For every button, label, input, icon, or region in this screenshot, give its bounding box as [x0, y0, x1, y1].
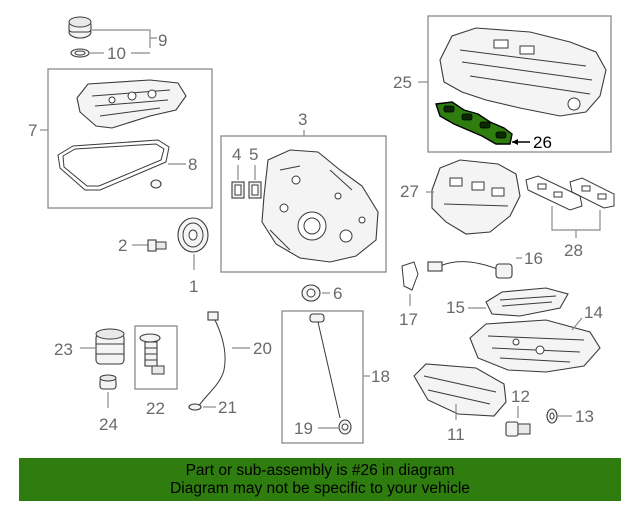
intake-manifold-part[interactable] [439, 27, 607, 117]
oil-drain-plug-part[interactable] [505, 421, 531, 437]
notice-banner: Part or sub-assembly is #26 in diagram D… [19, 458, 621, 501]
lower-intake-manifold-part[interactable] [431, 159, 521, 235]
oil-filler-cap-gasket-part[interactable] [70, 48, 90, 58]
intake-gasket-right-part[interactable] [569, 177, 615, 209]
callout-4: 4 [232, 145, 241, 164]
valve-cover-part[interactable] [76, 79, 187, 129]
callout-7: 7 [28, 121, 37, 140]
crankshaft-oil-seal-part[interactable] [301, 284, 321, 302]
callout-22: 22 [146, 399, 165, 418]
pulley-bolt-part[interactable] [147, 239, 167, 252]
callout-13: 13 [575, 407, 594, 426]
callout-12: 12 [511, 387, 530, 406]
callout-6: 6 [333, 284, 342, 303]
sensor-gasket-part[interactable] [401, 261, 419, 291]
timing-chain-cover-part[interactable] [261, 149, 379, 263]
callout-18: 18 [371, 367, 390, 386]
callout-8: 8 [188, 155, 197, 174]
callout-28: 28 [564, 241, 583, 260]
dipstick-group-box [281, 310, 364, 444]
callout-24: 24 [99, 415, 118, 434]
valve-cover-gasket-part[interactable] [57, 139, 170, 191]
upper-oil-pan-part[interactable] [469, 319, 601, 373]
callout-20: 20 [253, 339, 272, 358]
lower-oil-pan-part[interactable] [413, 363, 507, 417]
oil-filter-housing-cap-part[interactable] [95, 328, 125, 365]
callout-11: 11 [447, 425, 465, 444]
intake-manifold-gasket-part[interactable] [435, 101, 513, 145]
callout-1: 1 [189, 277, 198, 296]
timing-cover-gasket-left-part[interactable] [231, 181, 245, 199]
callout-5: 5 [249, 145, 258, 164]
crankshaft-pulley-part[interactable] [177, 217, 209, 253]
notice-line-disclaimer: Diagram may not be specific to your vehi… [170, 480, 470, 497]
callout-17: 17 [399, 310, 418, 329]
guide-tube-o-ring-part[interactable] [188, 403, 202, 411]
callout-21: 21 [218, 398, 237, 417]
callout-14: 14 [584, 303, 603, 322]
intake-gasket-left-part[interactable] [525, 175, 583, 211]
oil-filter-drain-plug-part[interactable] [99, 374, 117, 390]
callout-9: 9 [158, 31, 167, 50]
callout-27: 27 [400, 182, 419, 201]
callout-10: 10 [107, 44, 126, 63]
callout-2: 2 [118, 236, 127, 255]
engine-parts-diagram: 9 10 7 8 3 4 5 1 [28, 15, 615, 444]
callout-19: 19 [294, 419, 313, 438]
callout-26: 26 [533, 133, 552, 152]
callout-25: 25 [393, 73, 412, 92]
oil-filter-element-group-box [134, 325, 178, 390]
callout-15: 15 [446, 298, 465, 317]
notice-line-part-number: Part or sub-assembly is #26 in diagram [185, 462, 455, 479]
oil-level-sensor-part[interactable] [427, 261, 513, 279]
callout-16: 16 [524, 249, 543, 268]
callout-3: 3 [298, 110, 307, 129]
drain-plug-gasket-part[interactable] [546, 408, 558, 424]
valve-cover-seal-part[interactable] [150, 179, 162, 189]
oil-baffle-plate-part[interactable] [485, 287, 569, 317]
dipstick-guide-tube-part[interactable] [195, 311, 226, 411]
oil-dipstick-part[interactable] [309, 313, 341, 419]
timing-cover-gasket-right-part[interactable] [248, 181, 262, 199]
cylinder-head-cover-group-box [47, 68, 213, 209]
callout-23: 23 [54, 340, 73, 359]
dipstick-o-ring-part[interactable] [338, 419, 352, 435]
oil-filter-element-part[interactable] [139, 333, 165, 375]
oil-filler-cap-part[interactable] [68, 16, 92, 39]
intake-manifold-group-box [427, 15, 612, 153]
